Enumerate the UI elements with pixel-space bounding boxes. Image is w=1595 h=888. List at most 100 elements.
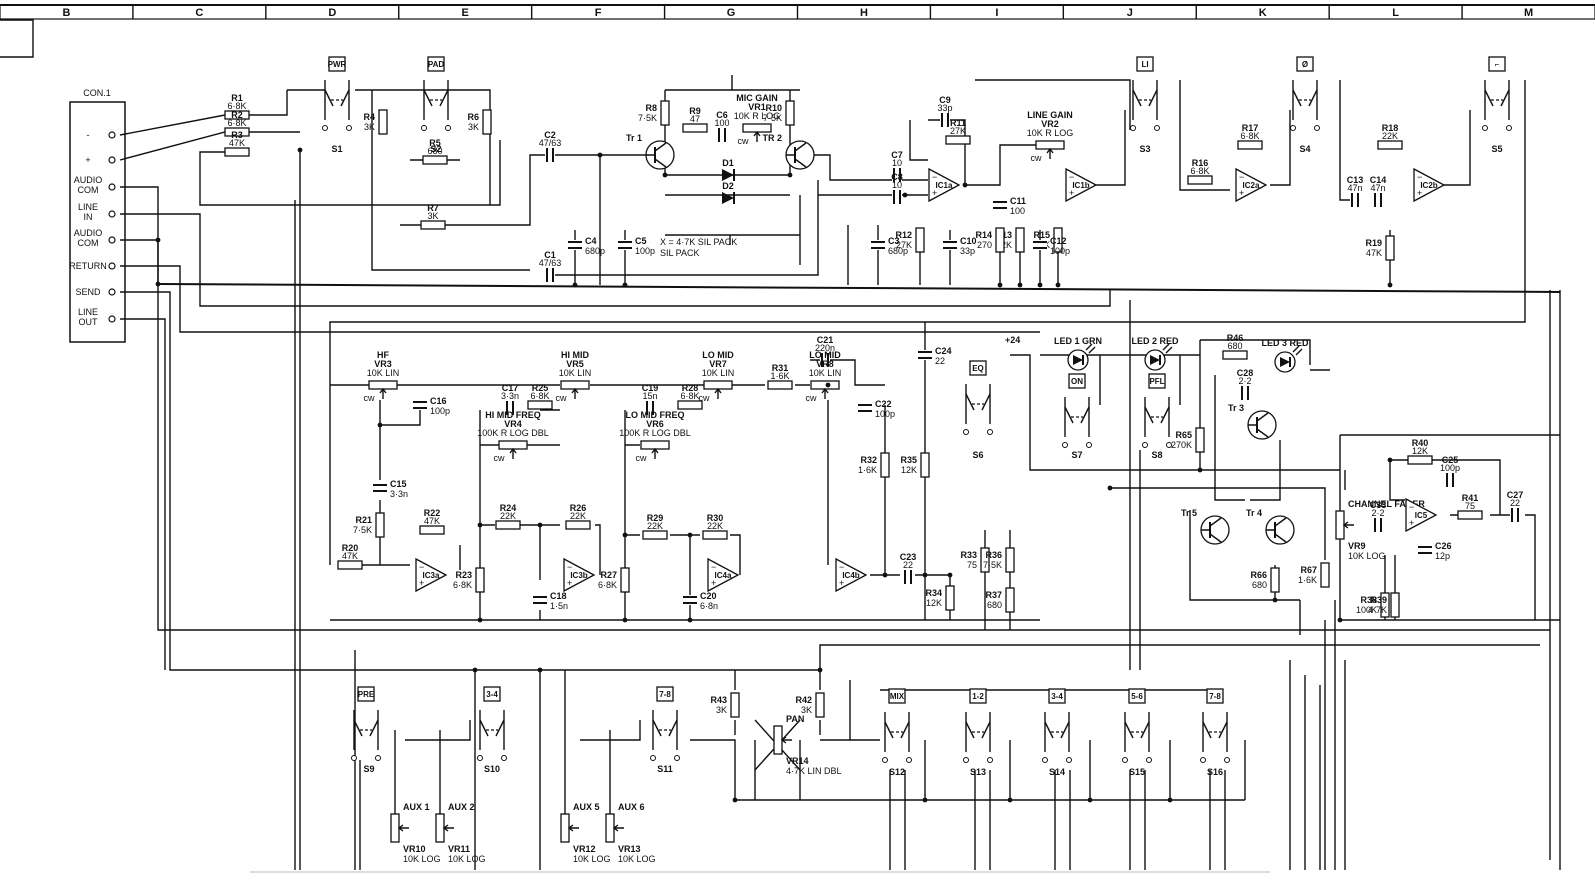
opamp-ic3b: −+IC3b: [563, 557, 596, 593]
pot-ref: VR5: [566, 359, 584, 369]
resistor-ref: R20: [342, 543, 359, 553]
resistor-ref: R33: [960, 550, 977, 560]
junction-dot: [377, 422, 383, 428]
switch-ref: S14: [1049, 767, 1065, 777]
resistor-ref: R24: [500, 503, 517, 513]
pot-ref: VR8: [816, 359, 834, 369]
resistor-r8: R87·5K: [638, 100, 670, 126]
capacitor-ref: C18: [550, 591, 567, 601]
grid-column-D: D: [328, 7, 336, 19]
capacitor-value: 100p: [430, 406, 450, 416]
switch-ref: S7: [1071, 450, 1082, 460]
resistor-value: 3K: [801, 705, 812, 715]
resistor-value: 47K: [1366, 248, 1382, 258]
capacitor-ref: C11: [1010, 196, 1026, 206]
junction-dot: [732, 797, 738, 803]
resistor-value: 47K: [342, 551, 358, 561]
switch-ref: S8: [1151, 450, 1162, 460]
switch-tag: ON: [1071, 377, 1083, 386]
resistor-ref: R36: [985, 550, 1002, 560]
capacitor-ref: C2: [544, 130, 556, 140]
capacitor-ref: C3: [888, 236, 900, 246]
junction-dot: [922, 572, 928, 578]
transistor-ref: Tr 5: [1181, 508, 1197, 518]
switch-tag: 1-2: [972, 692, 984, 701]
capacitor-value: 100p: [1440, 463, 1460, 473]
resistor-value: 47: [690, 114, 700, 124]
pot-title: AUX 5: [573, 802, 600, 812]
transistor-ref: Tr 4: [1246, 508, 1262, 518]
transistor-tr4: Tr 4: [1246, 508, 1295, 545]
connector-pin: [108, 236, 116, 244]
led-led-3-red: LED 3 RED: [1261, 338, 1309, 373]
grid-column-C: C: [195, 7, 203, 19]
connector-pin-label: RETURN: [69, 261, 107, 271]
switch-tag: 5-6: [1131, 692, 1143, 701]
resistor-ref: R1: [231, 93, 243, 103]
connector-pin: [108, 262, 116, 270]
resistor-value: 1·6K: [1298, 575, 1317, 585]
diode-ref: D1: [722, 158, 734, 168]
capacitor-value: 33p: [937, 103, 952, 113]
capacitor-value: 220n: [815, 343, 835, 353]
resistor-ref: R5: [429, 138, 441, 148]
connector-pin-label: AUDIO: [74, 175, 103, 185]
junction-dot: [1167, 797, 1173, 803]
capacitor-ref: C7: [891, 150, 903, 160]
capacitor-value: 3·3n: [501, 391, 519, 401]
pot-ref: VR7: [709, 359, 727, 369]
opamp-ref: IC2b: [1420, 181, 1437, 190]
opamp-ic4b: −+IC4b: [835, 557, 868, 593]
opamp-minus: −: [839, 562, 844, 572]
grid-column-H: H: [860, 7, 868, 19]
capacitor-value: 15n: [642, 391, 657, 401]
pot-value: 10K LOG: [1348, 551, 1386, 561]
resistor-value: 1·6K: [770, 371, 789, 381]
grid-column-I: I: [995, 7, 998, 19]
resistor-ref: R7: [427, 203, 439, 213]
junction-dot: [597, 152, 603, 158]
resistor-ref: R67: [1300, 565, 1317, 575]
pot-title: AUX 2: [448, 802, 475, 812]
resistor-value: 75: [1465, 501, 1475, 511]
junction-dot: [817, 667, 823, 673]
svg-text:SIL PACK: SIL PACK: [660, 248, 700, 258]
capacitor-ref: C6: [716, 110, 728, 120]
resistor-ref: R10: [765, 103, 782, 113]
opamp-ic5: −+IC5: [1405, 497, 1438, 533]
capacitor-ref: C19: [642, 383, 659, 393]
pot-title: LO MID FREQ: [626, 410, 685, 420]
resistor-ref: R17: [1242, 123, 1259, 133]
resistor-ref: R14: [975, 230, 992, 240]
resistor-value: 270: [977, 240, 992, 250]
opamp-minus: −: [1417, 172, 1422, 182]
switch-tag: PFL: [1149, 377, 1164, 386]
connector-pin-label: LINE: [78, 307, 98, 317]
resistor-value: 680: [1252, 580, 1267, 590]
capacitor-value: 47/63: [539, 138, 562, 148]
capacitor-ref: C27: [1507, 490, 1524, 500]
capacitor-value: 2·2: [1371, 508, 1384, 518]
capacitor-value: 100p: [635, 246, 655, 256]
resistor-ref: R42: [795, 695, 812, 705]
capacitor-value: 12p: [1435, 551, 1450, 561]
